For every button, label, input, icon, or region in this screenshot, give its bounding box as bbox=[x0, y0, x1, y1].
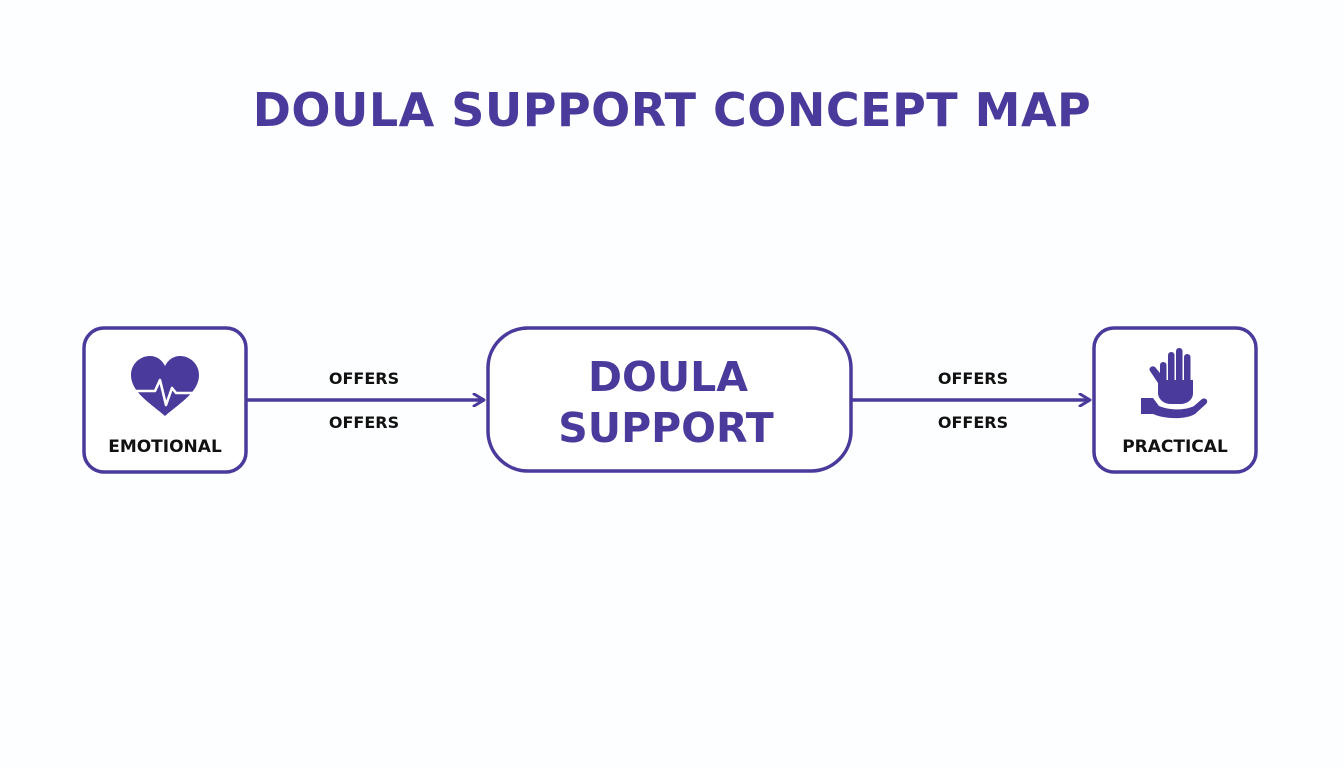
heart-pulse-icon bbox=[131, 356, 199, 416]
edge-label-left-top: OFFERS bbox=[329, 369, 399, 388]
node-doula-support-label-line1: DOULA bbox=[588, 353, 748, 401]
node-doula-support-label-line2: SUPPORT bbox=[558, 404, 774, 452]
edge-label-left-bottom: OFFERS bbox=[329, 413, 399, 432]
edge-doula-support-to-practical: OFFERS OFFERS bbox=[851, 369, 1090, 432]
helping-hand-icon bbox=[1141, 348, 1208, 419]
node-doula-support[interactable]: DOULA SUPPORT bbox=[486, 326, 853, 473]
node-doula-support-box bbox=[486, 326, 853, 473]
node-emotional[interactable]: EMOTIONAL bbox=[82, 326, 248, 474]
edge-emotional-to-doula-support: OFFERS OFFERS bbox=[246, 369, 484, 432]
edge-label-right-top: OFFERS bbox=[938, 369, 1008, 388]
node-emotional-label: EMOTIONAL bbox=[108, 437, 222, 457]
edge-label-right-bottom: OFFERS bbox=[938, 413, 1008, 432]
page-title: DOULA SUPPORT CONCEPT MAP bbox=[252, 83, 1092, 137]
node-practical[interactable]: PRACTICAL bbox=[1092, 326, 1258, 474]
node-practical-label: PRACTICAL bbox=[1122, 437, 1228, 457]
